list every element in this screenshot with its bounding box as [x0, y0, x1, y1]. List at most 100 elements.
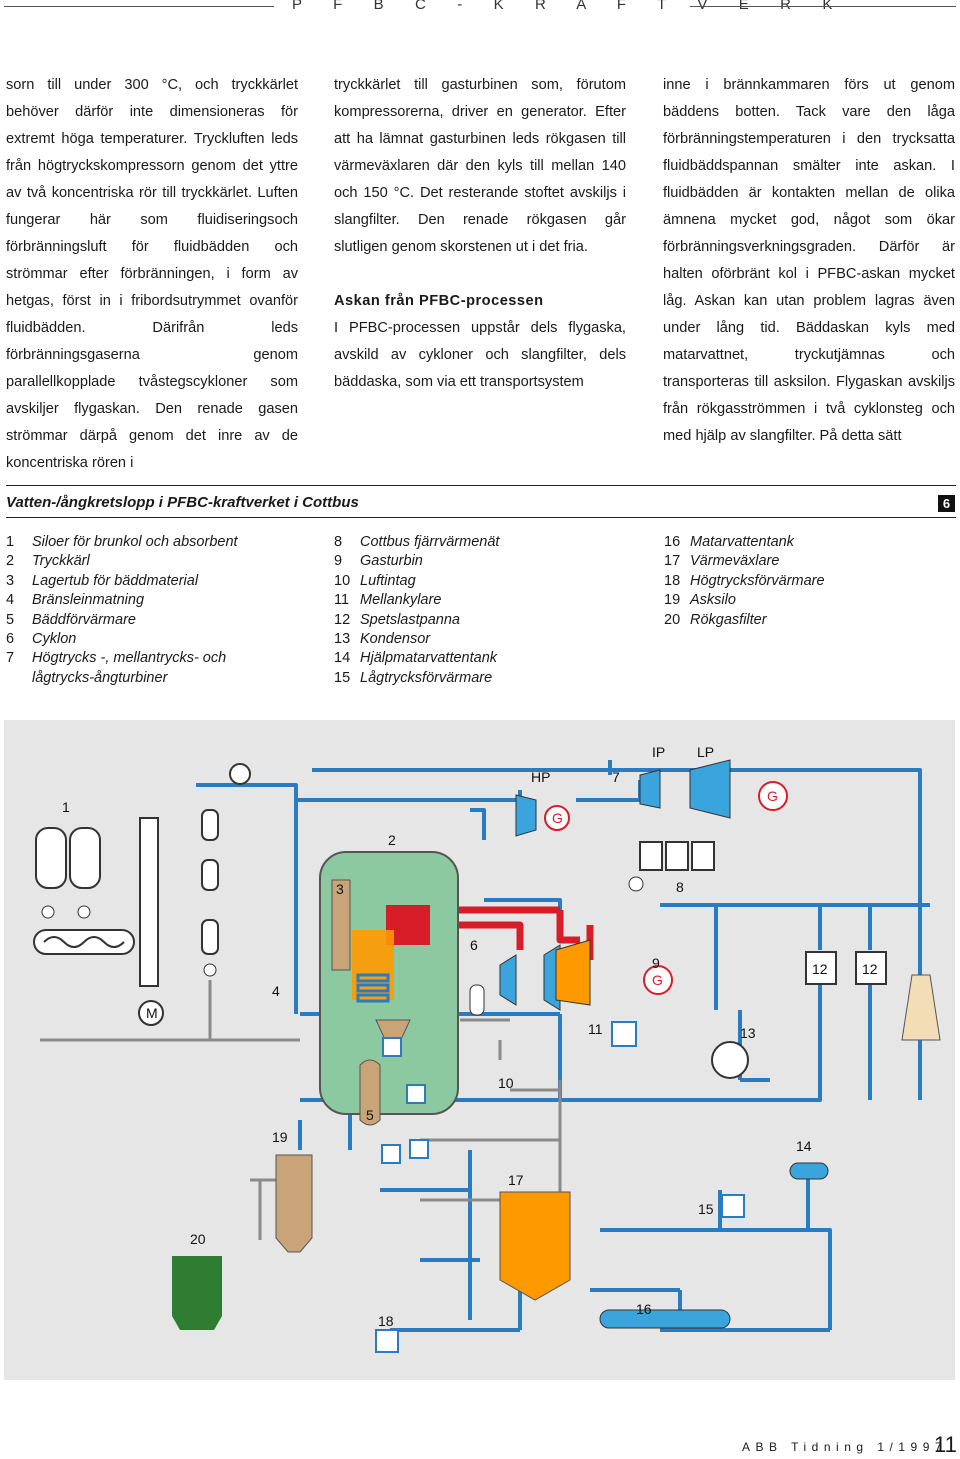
- label-6: 6: [470, 937, 478, 953]
- legend-item: 4 Bränsleinmatning: [6, 591, 238, 610]
- legend-item: 18 Högtrycksförvärmare: [664, 572, 825, 591]
- label-lp: LP: [697, 744, 714, 760]
- legend-label: Värmeväxlare: [690, 553, 780, 570]
- legend-column-2: 8 Cottbus fjärrvärmenät 9 Gasturbin 10 Luftin…: [334, 533, 499, 688]
- legend-number: 9: [334, 553, 343, 570]
- legend-number: 13: [334, 631, 351, 648]
- legend-label: Gasturbin: [360, 553, 423, 570]
- legend-number: 2: [6, 553, 15, 570]
- page-number: 11: [934, 1432, 957, 1457]
- label-12a: 12: [812, 961, 828, 977]
- label-4: 4: [272, 983, 280, 999]
- legend-label: Högtrycksförvärmare: [690, 572, 825, 589]
- motor-label: M: [146, 1005, 158, 1021]
- legend-number: 17: [664, 553, 681, 570]
- section-heading: Askan från PFBC-processen: [334, 293, 544, 309]
- legend-item: 20 Rökgasfilter: [664, 611, 825, 630]
- legend-label: Kondensor: [360, 631, 431, 648]
- legend-item: 8 Cottbus fjärrvärmenät: [334, 533, 499, 552]
- legend-label: Asksilo: [690, 592, 736, 609]
- legend-label: Cottbus fjärrvärmenät: [360, 534, 500, 550]
- label-7: 7: [612, 769, 620, 785]
- legend-item: 10 Luftintag: [334, 572, 499, 591]
- label-10: 10: [498, 1075, 514, 1091]
- footer-journal: ABB Tidning 1/1997: [742, 1440, 948, 1454]
- figure-title: Vatten-/ångkretslopp i PFBC-kraftverket …: [6, 494, 359, 511]
- legend-number: 20: [664, 611, 681, 628]
- label-14: 14: [796, 1138, 812, 1154]
- figure-rule-bottom: [6, 517, 956, 518]
- legend-item: 15 Lågtrycksförvärmare: [334, 669, 499, 688]
- figure-number-badge: 6: [938, 495, 955, 512]
- legend-item: lågtrycks-ångturbiner: [6, 669, 238, 688]
- figure-rule-top: [6, 485, 956, 486]
- legend-label: lågtrycks-ångturbiner: [32, 669, 168, 686]
- legend-item: 1 Siloer för brunkol och absorbent: [6, 533, 238, 552]
- text-column-3: inne i brännkammaren förs ut genom bädde…: [663, 72, 955, 450]
- label-18: 18: [378, 1313, 394, 1329]
- header-rule-left: [4, 6, 274, 7]
- legend-label: Bränsleinmatning: [32, 592, 145, 609]
- legend-item: 9 Gasturbin: [334, 552, 499, 571]
- legend-item: 6 Cyklon: [6, 630, 238, 649]
- legend-number: 11: [334, 592, 350, 609]
- legend-item: 2 Tryckkärl: [6, 552, 238, 571]
- legend-number: 10: [334, 572, 351, 589]
- text-column-2: tryckkärlet till gasturbinen som, föruto…: [334, 72, 626, 396]
- label-3: 3: [336, 881, 344, 897]
- legend-column-1: 1 Siloer för brunkol och absorbent 2 Tryckk…: [6, 533, 238, 688]
- legend-label: Siloer för brunkol och absorbent: [32, 534, 238, 550]
- legend-label: Cyklon: [32, 631, 77, 648]
- paragraph: I PFBC-processen uppstår dels flygaska, …: [334, 320, 626, 390]
- label-15: 15: [698, 1201, 714, 1217]
- legend-number: 19: [664, 592, 681, 609]
- paragraph: sorn till under 300 °C, och tryckkärlet …: [6, 77, 298, 471]
- generator-label: G: [767, 788, 778, 804]
- generator-label: G: [652, 972, 663, 988]
- label-12b: 12: [862, 961, 878, 977]
- legend-number: 5: [6, 611, 15, 628]
- label-1: 1: [62, 799, 70, 815]
- legend-label: Lågtrycksförvärmare: [360, 669, 493, 686]
- label-16: 16: [636, 1301, 652, 1317]
- legend-number: 8: [334, 534, 343, 550]
- legend-label: Lagertub för bäddmaterial: [32, 572, 199, 589]
- legend-number: 4: [6, 592, 15, 609]
- label-19: 19: [272, 1129, 288, 1145]
- generator-label: G: [552, 810, 563, 826]
- legend-label: Hjälpmatarvattentank: [360, 650, 498, 667]
- label-5: 5: [366, 1107, 374, 1123]
- running-header: P F B C - K R A F T V E R K: [292, 0, 846, 13]
- legend-label: Rökgasfilter: [690, 611, 767, 628]
- label-8: 8: [676, 879, 684, 895]
- text-column-1: sorn till under 300 °C, och tryckkärlet …: [6, 72, 298, 477]
- legend-item: 14 Hjälpmatarvattentank: [334, 649, 499, 668]
- paragraph: inne i brännkammaren förs ut genom bädde…: [663, 77, 955, 444]
- legend-number: 15: [334, 669, 351, 686]
- legend-number: 1: [6, 534, 15, 550]
- legend-number: 16: [664, 534, 681, 550]
- legend-number: 6: [6, 631, 15, 648]
- legend-label: Luftintag: [360, 572, 416, 589]
- legend-number: 14: [334, 650, 351, 667]
- label-9: 9: [652, 955, 660, 971]
- legend-label: Mellankylare: [360, 592, 442, 609]
- label-13: 13: [740, 1025, 756, 1041]
- legend-item: 11 Mellankylare: [334, 591, 499, 610]
- label-ip: IP: [652, 744, 665, 760]
- legend-number: 18: [664, 572, 681, 589]
- label-20: 20: [190, 1231, 206, 1247]
- legend-label: Bäddförvärmare: [32, 611, 136, 628]
- header-rule-right: [690, 6, 956, 7]
- legend-label: Tryckkärl: [32, 553, 90, 570]
- legend-label: Högtrycks -, mellantrycks- och: [32, 650, 227, 667]
- legend-item: 19 Asksilo: [664, 591, 825, 610]
- paragraph: tryckkärlet till gasturbinen som, föruto…: [334, 77, 626, 255]
- legend-item: 17 Värmeväxlare: [664, 552, 825, 571]
